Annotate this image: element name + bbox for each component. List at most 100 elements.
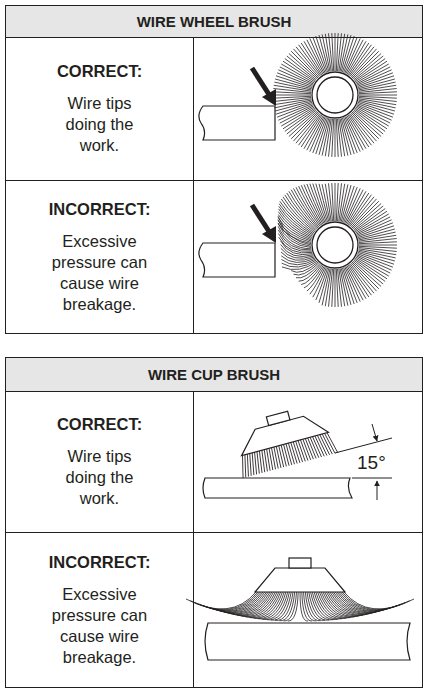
wire-bristle (262, 592, 287, 620)
wire-bristle (352, 201, 379, 228)
wire-bristle (241, 592, 279, 617)
wire-bristle (281, 445, 287, 466)
wire-bristle (278, 446, 284, 467)
wire-bristle (296, 47, 320, 77)
wire-bristle (354, 206, 384, 230)
wire-bristle (273, 95, 311, 96)
wheel-hole (317, 77, 353, 113)
wheel-hole (317, 227, 353, 263)
wire-bristle (276, 76, 312, 88)
wire-bristle (316, 36, 328, 72)
wire-bristle (320, 434, 330, 456)
wire-bristle (220, 592, 270, 614)
wire-bristle (289, 111, 317, 136)
wire-bristle (342, 118, 354, 154)
wire-bristle (358, 79, 395, 89)
wire-bristle (335, 119, 336, 157)
wire-bristle (345, 267, 360, 302)
angle-label: 15° (356, 453, 387, 473)
table-cell: INCORRECT: Excessive pressure can cause … (6, 533, 193, 687)
wire-bristle (351, 263, 376, 291)
wire-bristle (358, 252, 394, 264)
cell-text: Excessive pressure can cause wire breaka… (34, 584, 166, 668)
wire-bristle (267, 592, 290, 620)
pressure-arrow (262, 226, 276, 243)
wire-bristle (325, 432, 335, 455)
wire-bristle (335, 183, 336, 221)
wire-bristle (294, 188, 319, 227)
table-cell: CORRECT: Wire tips doing the work. (6, 392, 193, 532)
wire-cup (255, 568, 345, 592)
wire-bristle (332, 33, 334, 71)
wire-bristle (284, 592, 297, 621)
wire-wheel (273, 33, 397, 157)
wire-bristle (199, 592, 262, 611)
wire-bristle (357, 220, 392, 235)
wire-bristle (344, 592, 414, 609)
table-header: WIRE CUP BRUSH (148, 366, 280, 383)
workpiece (203, 478, 352, 498)
wire-bristle (287, 110, 317, 134)
wire-bristle (359, 95, 397, 96)
wire-bristle (313, 184, 327, 223)
table-frame (6, 358, 423, 688)
wire-bristle (286, 444, 292, 465)
wire-bristle (302, 592, 312, 621)
wire-bristle (341, 268, 351, 305)
wire-bristle (335, 33, 336, 71)
wire-bristle (310, 38, 325, 73)
wire-bristle (237, 455, 248, 478)
wire-bristle (233, 592, 276, 616)
wire-bristle (316, 118, 328, 154)
wire-bristle (341, 592, 406, 610)
wire-bristle (342, 186, 354, 222)
wire-bristle (335, 269, 336, 307)
wire-bristle (359, 100, 396, 108)
table-frame (6, 6, 423, 334)
cell-heading: INCORRECT: (49, 553, 151, 572)
wire-bristle (288, 592, 298, 621)
wire-bristle (336, 119, 338, 157)
wire-bristle (340, 184, 348, 221)
wire-bristle (352, 262, 379, 289)
wire-bristle (278, 105, 313, 120)
wire-bristle (256, 451, 265, 473)
cell-text: Wire tips doing the work. (52, 93, 147, 156)
wire-bristle (276, 102, 312, 114)
wire-bristle (352, 112, 379, 139)
cell-heading: CORRECT: (57, 62, 142, 81)
wire-bristle (357, 70, 392, 85)
wire-bristle (345, 117, 360, 152)
wire-bristle (319, 35, 329, 72)
table-header: WIRE WHEEL BRUSH (6, 6, 422, 37)
wire-bristle (294, 49, 319, 77)
wire-bristle (341, 118, 351, 155)
cell-text: Wire tips doing the work. (52, 446, 147, 509)
wire-bristle (340, 34, 348, 71)
wire-bristle (195, 592, 260, 610)
wire-bristle (258, 592, 286, 619)
wire-bristle (228, 592, 273, 615)
wire-bristle (291, 51, 318, 78)
wire-bristle (359, 242, 397, 244)
table-header: WIRE CUP BRUSH (6, 358, 422, 391)
wire-bristle (304, 266, 323, 288)
wire-bristle (317, 434, 327, 456)
wire-bristle (275, 592, 293, 620)
wire-bristle (327, 431, 338, 454)
wire-bristle (359, 92, 397, 94)
wire-bristle (332, 183, 334, 221)
wire-cup-bristles (186, 592, 414, 621)
wire-bristle (358, 102, 394, 114)
wire-bristle (322, 433, 332, 455)
wire-bristle (279, 592, 294, 621)
wire-bristle (358, 76, 394, 88)
wire-bristle (359, 250, 396, 258)
wire-bristle (352, 51, 379, 78)
wire-wheel (278, 183, 397, 307)
wire-bristle (353, 54, 381, 79)
wire-bristle (319, 184, 329, 222)
wire-bristle (275, 101, 312, 111)
wire-cup (289, 558, 311, 568)
wire-bristle (274, 82, 311, 90)
